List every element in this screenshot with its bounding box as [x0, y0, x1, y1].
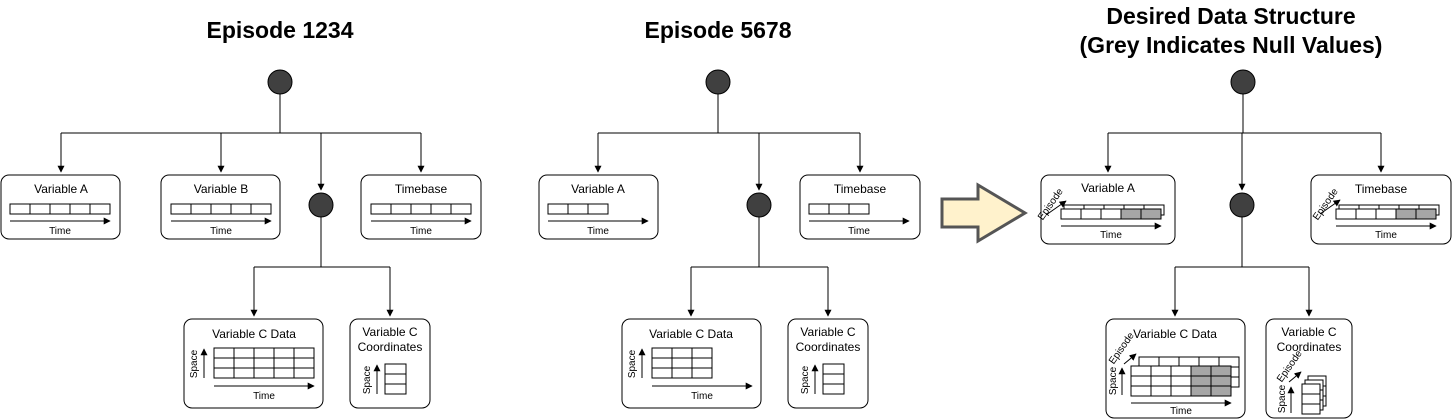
box-variable-c-data: Variable C Data Space Time: [183, 318, 324, 409]
time-axis-label: Time: [410, 226, 432, 237]
time-axis-label: Time: [253, 391, 275, 402]
box-label: Timebase: [395, 182, 448, 196]
box-variable-a: Variable A Time: [0, 174, 121, 240]
time-array: [370, 203, 472, 215]
episode-space-time-cube: [1130, 356, 1240, 397]
root-node: [1230, 69, 1256, 95]
box-variable-c-coordinates: Variable C Coordinates Space: [349, 318, 431, 409]
panel-title: Episode 1234: [206, 17, 353, 43]
time-axis-label: Time: [210, 226, 232, 237]
space-axis-label: Space: [627, 349, 638, 378]
time-axis-label: Time: [691, 391, 713, 402]
time-array: [547, 203, 609, 215]
box-label-line-2: Coordinates: [358, 340, 423, 354]
box-variable-b: Variable B Time: [160, 174, 281, 240]
root-node: [267, 69, 293, 95]
group-node: [746, 192, 772, 218]
space-axis-label: Space: [800, 365, 811, 394]
episode-time-stack: [1335, 204, 1440, 220]
time-array: [9, 203, 111, 215]
tree-connectors: [57, 94, 425, 317]
box-label-line-2: Coordinates: [796, 340, 861, 354]
box-label-line-1: Variable C: [800, 325, 855, 339]
time-axis-label: Time: [1100, 230, 1122, 241]
panel-episode-1234: Episode 1234 Variable A Time: [0, 17, 482, 409]
panel-episode-5678: Episode 5678 Variable A Time: [538, 17, 921, 409]
box-label: Variable A: [34, 182, 88, 196]
box-label: Variable C Data: [212, 327, 296, 341]
box-timebase: Timebase Episode Time: [1310, 174, 1452, 245]
box-label: Variable C Data: [1133, 327, 1217, 341]
box-variable-c-data: Variable C Data Space Time: [621, 318, 762, 409]
box-variable-a: Variable A Time: [538, 174, 659, 240]
box-label: Timebase: [834, 182, 887, 196]
panel-title: Episode 5678: [644, 17, 791, 43]
group-node: [1229, 192, 1255, 218]
box-label-line-2: Coordinates: [1277, 340, 1342, 354]
transform-arrow-icon: [940, 182, 1028, 244]
time-axis-label: Time: [587, 226, 609, 237]
box-label: Variable B: [194, 182, 248, 196]
time-axis-label: Time: [1170, 406, 1192, 417]
episode-time-stack: [1060, 204, 1165, 220]
space-axis-label: Space: [1108, 366, 1119, 395]
box-label-line-1: Variable C: [1281, 325, 1336, 339]
panel-title-line-1: Desired Data Structure: [1106, 3, 1355, 29]
box-variable-c-data: Variable C Data Space Epi: [1105, 318, 1246, 419]
tree-connectors: [1104, 94, 1385, 317]
episode-space-stack: [1301, 375, 1327, 415]
box-variable-a: Variable A Episode Time: [1036, 174, 1176, 245]
box-variable-c-coordinates: Variable C Coordinates Space Episode: [1265, 318, 1353, 419]
time-array: [808, 203, 870, 215]
box-timebase: Timebase Time: [360, 174, 482, 240]
time-axis-label: Time: [848, 226, 870, 237]
time-axis-label: Time: [1375, 230, 1397, 241]
space-time-grid: [651, 347, 713, 379]
tree-connectors: [594, 94, 864, 317]
box-timebase: Timebase Time: [799, 174, 921, 240]
space-array: [384, 363, 407, 395]
space-axis-label: Space: [1277, 384, 1288, 413]
box-label: Variable A: [1081, 181, 1135, 195]
group-node: [308, 192, 334, 218]
panel-desired-structure: Desired Data Structure (Grey Indicates N…: [1036, 3, 1452, 419]
root-node: [705, 69, 731, 95]
box-label: Variable A: [571, 182, 625, 196]
box-label: Timebase: [1355, 182, 1408, 196]
space-axis-label: Space: [362, 365, 373, 394]
box-label-line-1: Variable C: [362, 325, 417, 339]
box-variable-c-coordinates: Variable C Coordinates Space: [787, 318, 869, 409]
box-label: Variable C Data: [649, 327, 733, 341]
space-axis-label: Space: [189, 349, 200, 378]
time-axis-label: Time: [49, 226, 71, 237]
space-time-grid: [213, 347, 315, 379]
space-array: [822, 363, 845, 395]
time-array: [170, 203, 272, 215]
panel-title-line-2: (Grey Indicates Null Values): [1080, 32, 1383, 58]
